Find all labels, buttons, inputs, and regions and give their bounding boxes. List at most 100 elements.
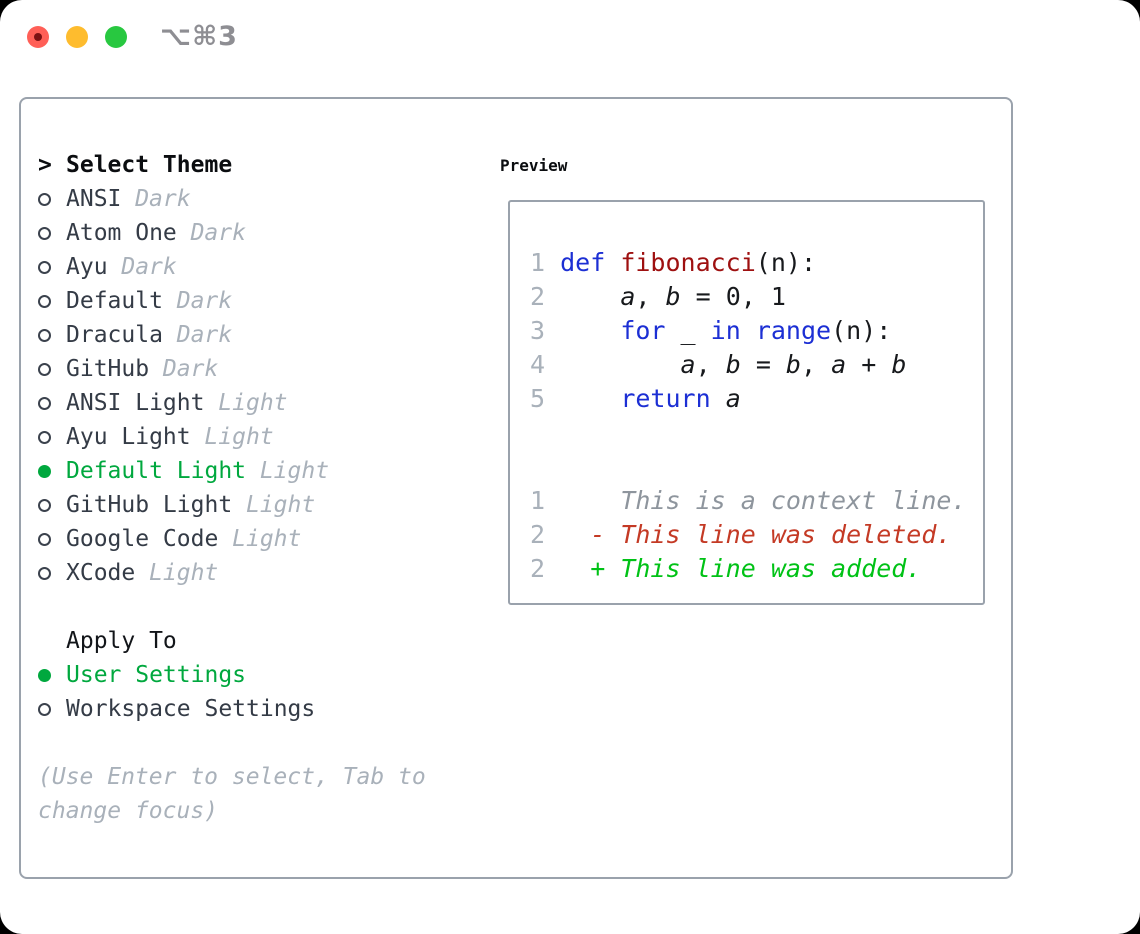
line-number: 1: [530, 248, 561, 277]
theme-name: Default: [66, 288, 163, 314]
theme-name: Ayu: [66, 254, 108, 280]
theme-name: Atom One: [66, 220, 177, 246]
close-button[interactable]: [27, 26, 49, 48]
token-text: [560, 350, 680, 379]
code-line: 2 a, b = 0, 1: [530, 280, 983, 314]
spacer-row: [38, 590, 500, 624]
theme-option-atom-one[interactable]: Atom One Dark: [38, 216, 500, 250]
radio-icon: [38, 396, 66, 410]
apply-option-name: Workspace Settings: [66, 696, 316, 722]
theme-variant-label: Dark: [176, 288, 233, 314]
token-variable: a: [831, 350, 847, 379]
radio-icon: [38, 362, 66, 376]
token-text: _: [665, 316, 711, 345]
theme-name: ANSI: [66, 186, 122, 212]
theme-name: Google Code: [66, 526, 219, 552]
window-title-shortcut: ⌥⌘3: [160, 21, 238, 52]
zoom-button[interactable]: [105, 26, 127, 48]
token-variable: a: [620, 282, 636, 311]
diff-context-text: This is a context line.: [545, 486, 967, 515]
token-text: (n):: [831, 316, 892, 345]
theme-option-xcode[interactable]: XCode Light: [38, 556, 500, 590]
preview-title: Preview: [500, 155, 568, 175]
line-number: 2: [530, 520, 546, 549]
theme-option-dracula[interactable]: Dracula Dark: [38, 318, 500, 352]
token-text: ,: [635, 282, 666, 311]
token-variable: a: [680, 350, 696, 379]
line-number: 5: [530, 384, 561, 413]
token-text: [560, 384, 620, 413]
line-number: 2: [530, 282, 561, 311]
select-theme-header: > Select Theme: [38, 148, 500, 182]
hollow-circle-icon: [38, 702, 51, 716]
apply-option-user-settings[interactable]: User Settings: [38, 658, 500, 692]
radio-icon: [38, 294, 66, 308]
theme-variant-label: Dark: [176, 322, 233, 348]
theme-option-default-light[interactable]: Default Light Light: [38, 454, 500, 488]
radio-icon: [38, 498, 66, 512]
spacer-row: [38, 726, 500, 760]
token-text: [711, 384, 726, 413]
theme-name: Default Light: [66, 458, 247, 484]
token-variable: b: [665, 282, 681, 311]
token-text: [741, 316, 756, 345]
code-line: 4 a, b = b, a + b: [530, 348, 983, 382]
token-text: [605, 248, 620, 277]
filled-circle-icon: [38, 464, 51, 478]
theme-name: Dracula: [66, 322, 163, 348]
token-keyword: def: [560, 248, 606, 277]
token-text: ,: [800, 350, 832, 379]
radio-icon: [38, 532, 66, 546]
line-number: 2: [530, 554, 546, 583]
radio-icon: [38, 226, 66, 240]
hollow-circle-icon: [38, 226, 51, 240]
apply-option-name: User Settings: [66, 662, 247, 688]
hollow-circle-icon: [38, 362, 51, 376]
diff-added-text: + This line was added.: [545, 554, 922, 583]
theme-option-ayu-light[interactable]: Ayu Light Light: [38, 420, 500, 454]
apply-option-workspace-settings[interactable]: Workspace Settings: [38, 692, 500, 726]
theme-option-github[interactable]: GitHub Dark: [38, 352, 500, 386]
token-variable: b: [891, 350, 907, 379]
window-titlebar: [27, 26, 127, 48]
theme-option-default[interactable]: Default Dark: [38, 284, 500, 318]
code-line: 5 return a: [530, 382, 983, 416]
theme-variant-label: Dark: [190, 220, 246, 246]
radio-icon: [38, 430, 66, 444]
theme-option-github-light[interactable]: GitHub Light Light: [38, 488, 500, 522]
theme-name: GitHub Light: [66, 492, 233, 518]
radio-selected-icon: [38, 668, 66, 682]
theme-variant-label: Light: [245, 492, 316, 518]
theme-name: GitHub: [66, 356, 150, 382]
preview-column: Preview 1 def fibonacci(n):2 a, b = 0, 1…: [500, 148, 994, 877]
theme-variant-label: Light: [259, 458, 330, 484]
hollow-circle-icon: [38, 566, 51, 580]
minimize-button[interactable]: [66, 26, 88, 48]
token-variable: a: [725, 384, 741, 413]
radio-icon: [38, 702, 66, 716]
token-text: (n):: [755, 248, 817, 277]
code-line: 3 for _ in range(n):: [530, 314, 983, 348]
code-line: 2 + This line was added.: [530, 552, 983, 586]
code-line: [530, 450, 983, 484]
hollow-circle-icon: [38, 430, 51, 444]
hollow-circle-icon: [38, 328, 51, 342]
radio-icon: [38, 260, 66, 274]
theme-variant-label: Light: [149, 560, 219, 586]
hollow-circle-icon: [38, 294, 51, 308]
theme-variant-label: Dark: [162, 356, 219, 382]
theme-name: XCode: [66, 560, 136, 586]
theme-variant-label: Light: [204, 424, 274, 450]
radio-icon: [38, 192, 66, 206]
theme-name: Ayu Light: [66, 424, 191, 450]
